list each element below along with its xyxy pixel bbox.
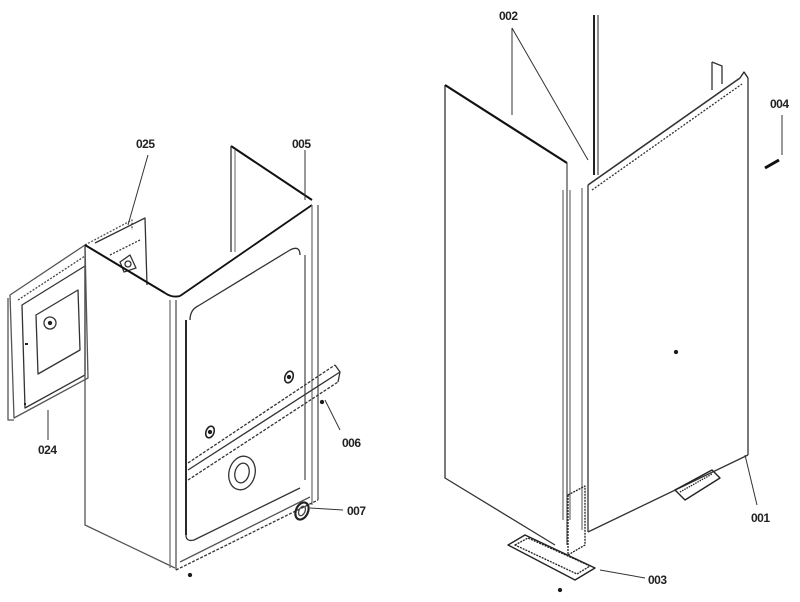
- label-024: 024: [38, 443, 57, 457]
- part-001-side-panel: [581, 61, 749, 533]
- label-007: 007: [347, 504, 366, 518]
- part-024-panel: [7, 244, 89, 421]
- part-004-clip: [764, 158, 780, 170]
- label-003: 003: [648, 573, 667, 587]
- label-005: 005: [292, 137, 311, 151]
- part-007-grommet: [294, 501, 310, 521]
- label-001: 001: [751, 511, 770, 525]
- label-025: 025: [136, 137, 155, 151]
- leader-lines-left: [47, 150, 344, 511]
- part-006-strip: [187, 364, 341, 481]
- label-006: 006: [342, 436, 361, 450]
- label-002: 002: [499, 9, 518, 23]
- part-005-casing: [84, 145, 319, 578]
- label-004: 004: [770, 97, 789, 111]
- part-003-base-foot: [507, 485, 596, 593]
- leader-lines-right: [511, 27, 783, 579]
- part-002-side-panel: [444, 15, 599, 546]
